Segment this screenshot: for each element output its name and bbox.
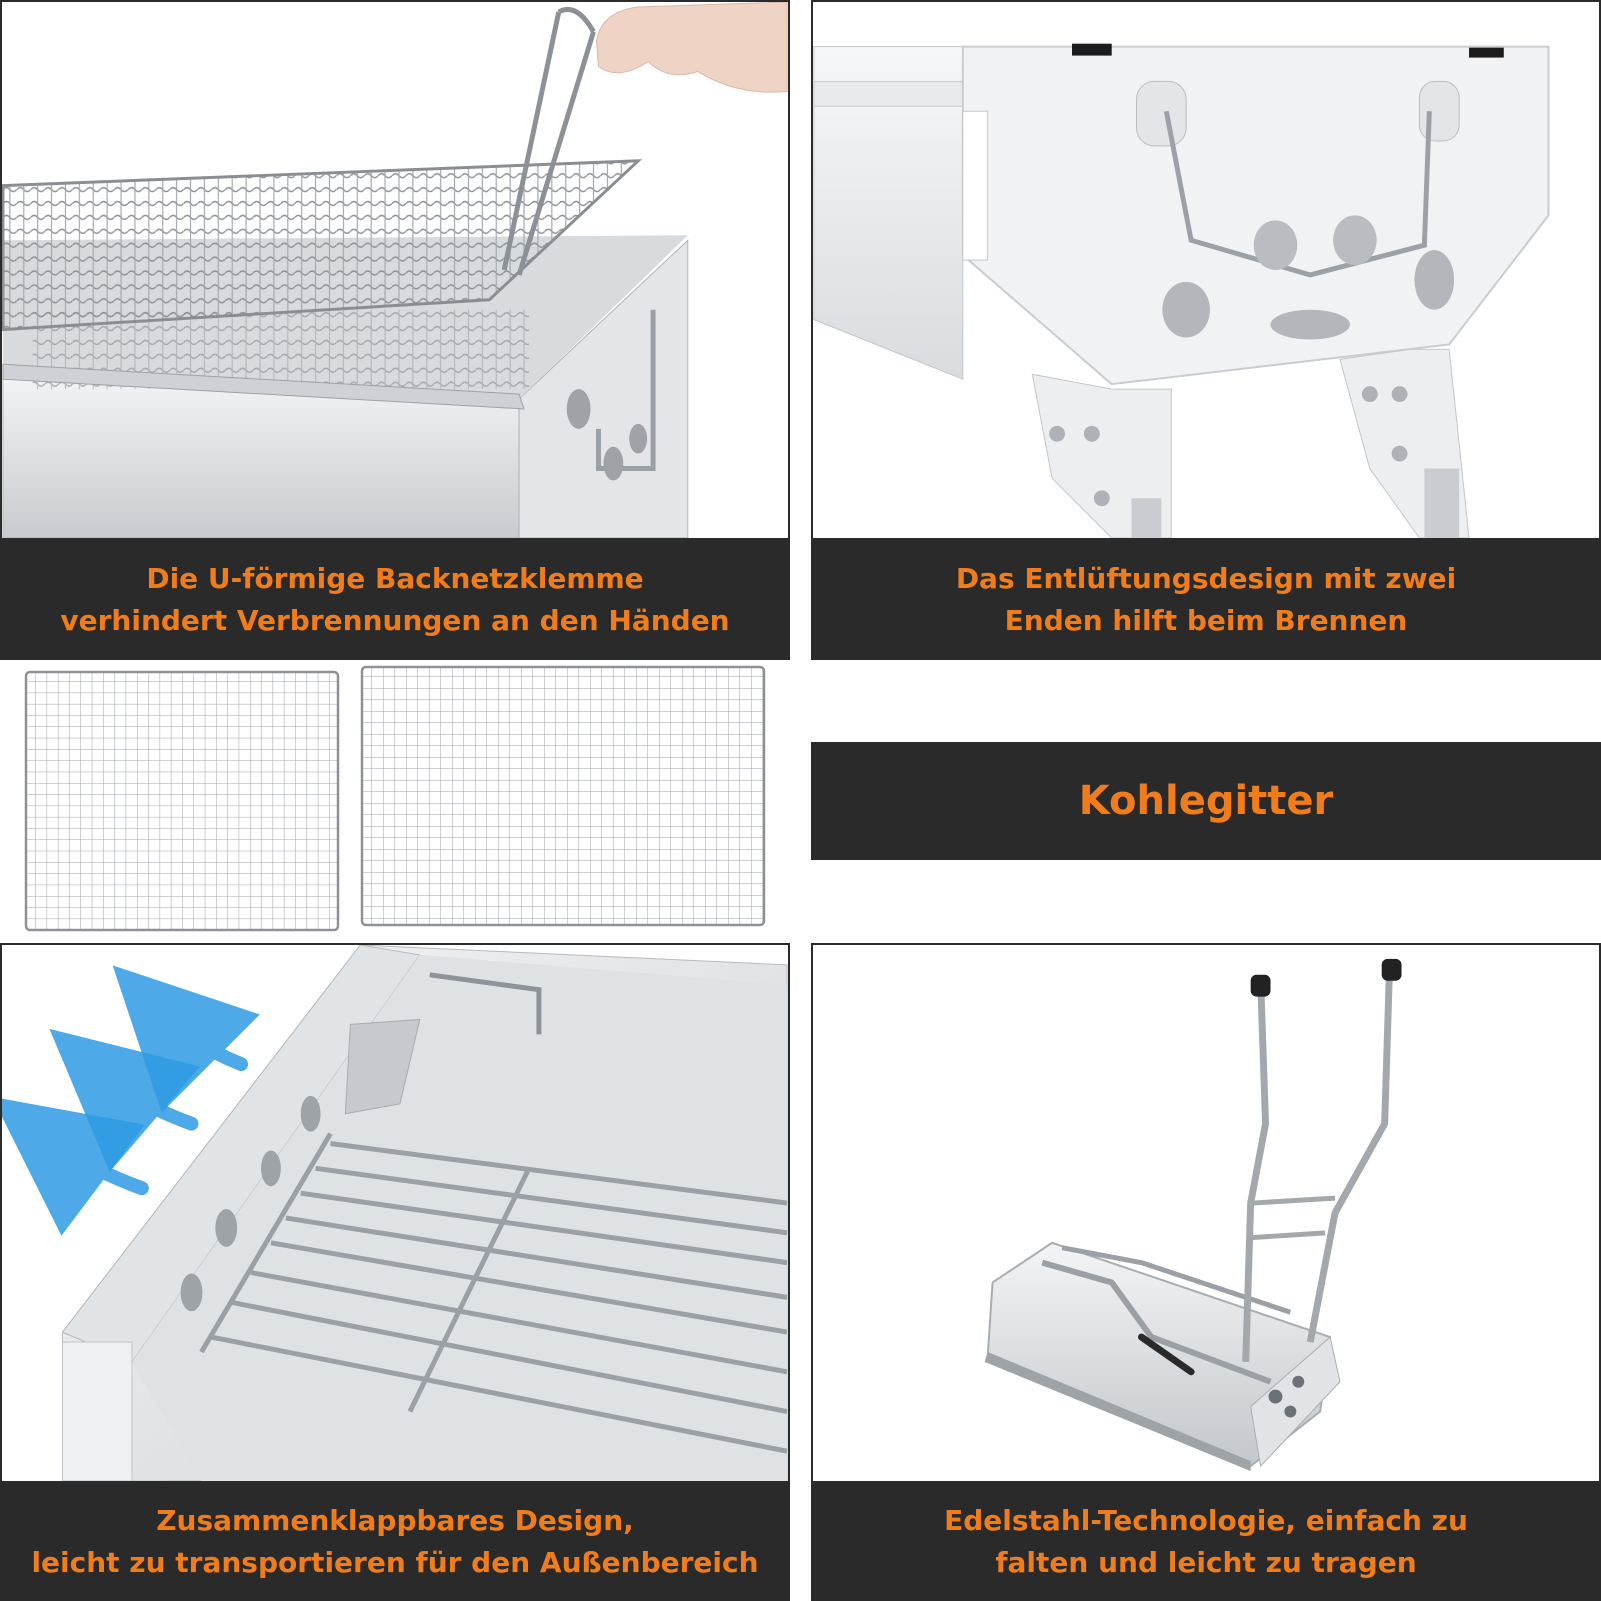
caption-stainless-steel-line1: Edelstahl-Technologie, einfach zu xyxy=(944,1504,1468,1537)
panel-stainless-steel: Edelstahl-Technologie, einfach zu falten… xyxy=(811,943,1601,1601)
folded-grill-illustration xyxy=(984,958,1402,1472)
u-clamp-grill-photo xyxy=(0,0,790,540)
panel-u-clamp: Die U-förmige Backnetzklemme verhindert … xyxy=(0,0,790,660)
caption-stainless-steel-line2: falten und leicht zu tragen xyxy=(995,1546,1417,1579)
airflow-arrow-icon xyxy=(112,965,261,1113)
vent-holes-grill-photo xyxy=(811,0,1601,540)
vent-grill-illustration xyxy=(813,43,1550,538)
airflow-arrow-icon xyxy=(2,1096,149,1236)
caption-u-clamp-line2: verhindert Verbrennungen an den Händen xyxy=(60,604,730,637)
airflow-arrow-icon xyxy=(49,1028,201,1173)
folded-grill-photo xyxy=(811,943,1601,1483)
caption-vent-design-line2: Enden hilft beim Brennen xyxy=(1004,604,1408,637)
charcoal-grid-image-small xyxy=(24,670,340,932)
folding-grill-illustration xyxy=(2,945,788,1481)
caption-u-clamp-line1: Die U-förmige Backnetzklemme xyxy=(146,562,644,595)
charcoal-grid-small-illustration xyxy=(24,670,340,932)
caption-u-clamp: Die U-förmige Backnetzklemme verhindert … xyxy=(0,540,790,660)
banner-charcoal-grid-text: Kohlegitter xyxy=(1078,778,1334,824)
folding-grill-photo xyxy=(0,943,790,1483)
caption-vent-design: Das Entlüftungsdesign mit zwei Enden hil… xyxy=(811,540,1601,660)
caption-foldable-line1: Zusammenklappbares Design, xyxy=(156,1504,634,1537)
caption-foldable-line2: leicht zu transportieren für den Außenbe… xyxy=(31,1546,759,1579)
u-clamp-grill-illustration xyxy=(2,2,788,538)
panel-vent-design: Das Entlüftungsdesign mit zwei Enden hil… xyxy=(811,0,1601,660)
caption-foldable: Zusammenklappbares Design, leicht zu tra… xyxy=(0,1483,790,1601)
banner-charcoal-grid: Kohlegitter xyxy=(811,742,1601,860)
caption-stainless-steel: Edelstahl-Technologie, einfach zu falten… xyxy=(811,1483,1601,1601)
caption-vent-design-line1: Das Entlüftungsdesign mit zwei xyxy=(955,562,1457,595)
charcoal-grid-large-illustration xyxy=(360,665,766,927)
charcoal-grid-image-large xyxy=(360,665,766,927)
panel-foldable: Zusammenklappbares Design, leicht zu tra… xyxy=(0,943,790,1601)
